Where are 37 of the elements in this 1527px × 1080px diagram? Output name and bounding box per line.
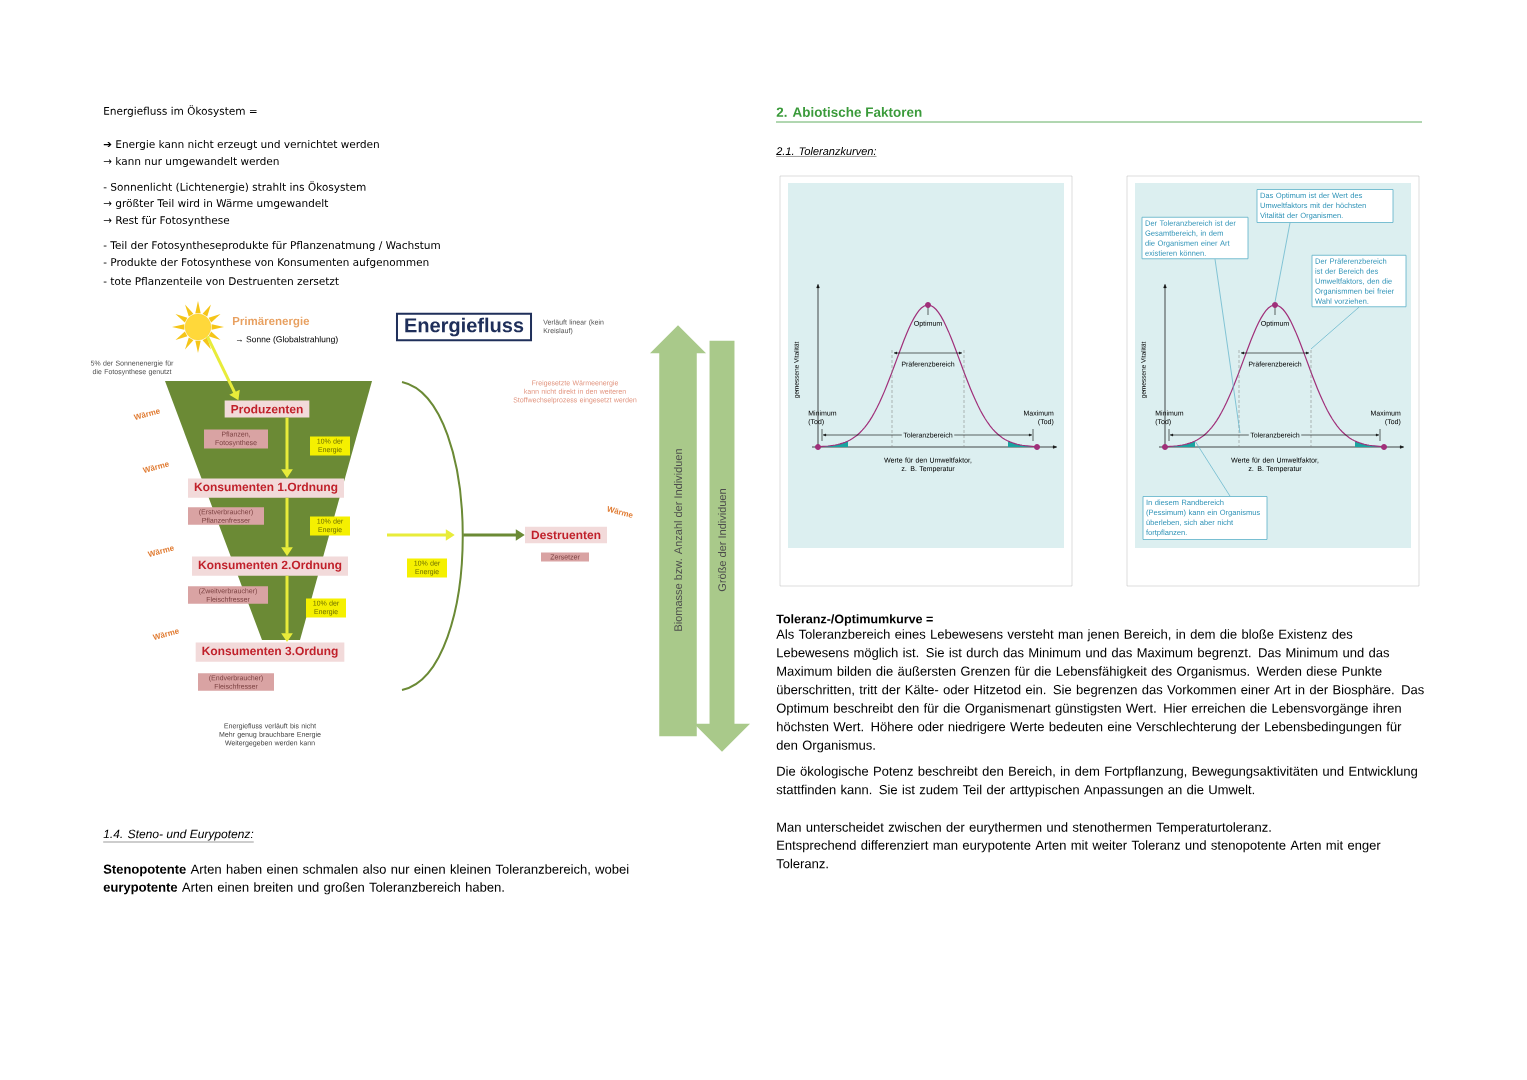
heat-label: Wärme: [147, 546, 174, 557]
heat-label: Wärme: [142, 462, 169, 473]
title-box: Energiefluss: [396, 312, 533, 342]
arrow-band: Biomasse bzw. Anzahl der Individuen: [650, 325, 706, 737]
level-box: Konsumenten 1.Ordnung: [188, 478, 344, 498]
paragraph: Entsprechend differenziert man eurypotente Arten mit weiter Toleranz und stenopotente Arten mit enger Toleranz.: [776, 840, 1381, 869]
paragraph: Die ökologische Potenz beschreibt den Bereich, in dem Fortpflanzung, Bewegungsaktivitäten und Entwicklung stattfinden kann. Sie ist zudem Teil der arttypischen Anpassungen an die Umwelt.: [776, 766, 1417, 797]
leader-line: [1194, 440, 1231, 497]
caption-text: → Sonne (Globalstrahlung): [236, 336, 338, 344]
section-heading: 2. Abiotische Faktoren: [776, 107, 922, 117]
leader-line: [1274, 222, 1291, 303]
heat-label: Wärme: [133, 409, 160, 420]
leader-line: [1214, 258, 1241, 434]
arrow-band: Größe der Individuen: [694, 340, 750, 752]
sun-icon: [172, 301, 224, 353]
section-heading: 2.1. Toleranzkurven:: [776, 146, 877, 157]
note-text: - Sonnenlicht (Lichtenergie) strahlt ins Ökosystem: [103, 181, 366, 193]
note-text: → kann nur umgewandelt werden: [103, 156, 279, 168]
note-text: Energiefluss im Ökosystem =: [104, 105, 257, 117]
paragraph: Man unterscheidet zwischen der eurythermen und stenothermen Temperaturtoleranz.: [777, 822, 1271, 835]
note-text: → größter Teil wird in Wärme umgewandelt: [103, 198, 329, 210]
note-text: ➔ Energie kann nicht erzeugt und vernichtet werden: [103, 139, 379, 151]
note-text: - Teil der Fotosyntheseprodukte für Pflanzenatmung / Wachstum: [103, 240, 440, 252]
paragraph: Als Toleranzbereich eines Lebewesens versteht man jenen Bereich, in dem die bloße Existenz des Lebewesens möglich ist. Sie ist durch das Minimum und das Maximum begrenzt. Das Minimum und das Maximum bilden die äußersten Grenzen für die Lebensfähigkeit des Organismus. Werden diese Punkte überschritten, tritt der Kälte- oder Hitzetod ein. Sie begrenzen das Vorkommen einer Art in der Biosphäre. Das Optimum beschreibt den für die Organismenart günstigsten Wert. Hier erreichen die Lebensvorgänge ihren höchsten Wert. Höhere oder niedrigere Werte bedeuten eine Verschlechterung der Lebensbedingungen für den Organismus.: [776, 629, 1424, 753]
heat-label: Wärme: [152, 629, 179, 640]
leader-line: [1310, 306, 1360, 350]
heat-label: Wärme: [607, 505, 633, 518]
level-box: Destruenten: [525, 526, 607, 544]
note-text: - Produkte der Fotosynthese von Konsumenten aufgenommen: [103, 257, 429, 269]
paragraph: Stenopotente Arten haben einen schmalen also nur einen kleinen Toleranzbereich, wobei eurypotente Arten einen breiten und großen Toleranzbereich haben.: [103, 864, 629, 895]
level-box: Konsumenten 3.Ordung: [195, 642, 345, 662]
note-text: - tote Pflanzenteile von Destruenten zersetzt: [103, 276, 339, 286]
note-text: → Rest für Fotosynthese: [103, 215, 230, 227]
level-box: Konsumenten 2.Ordnung: [192, 556, 348, 576]
section-heading: Toleranz-/Optimumkurve =: [776, 614, 933, 626]
section-heading: 1.4. Steno- und Eurypotenz:: [103, 829, 254, 843]
bracket-drawing: [401, 381, 464, 691]
